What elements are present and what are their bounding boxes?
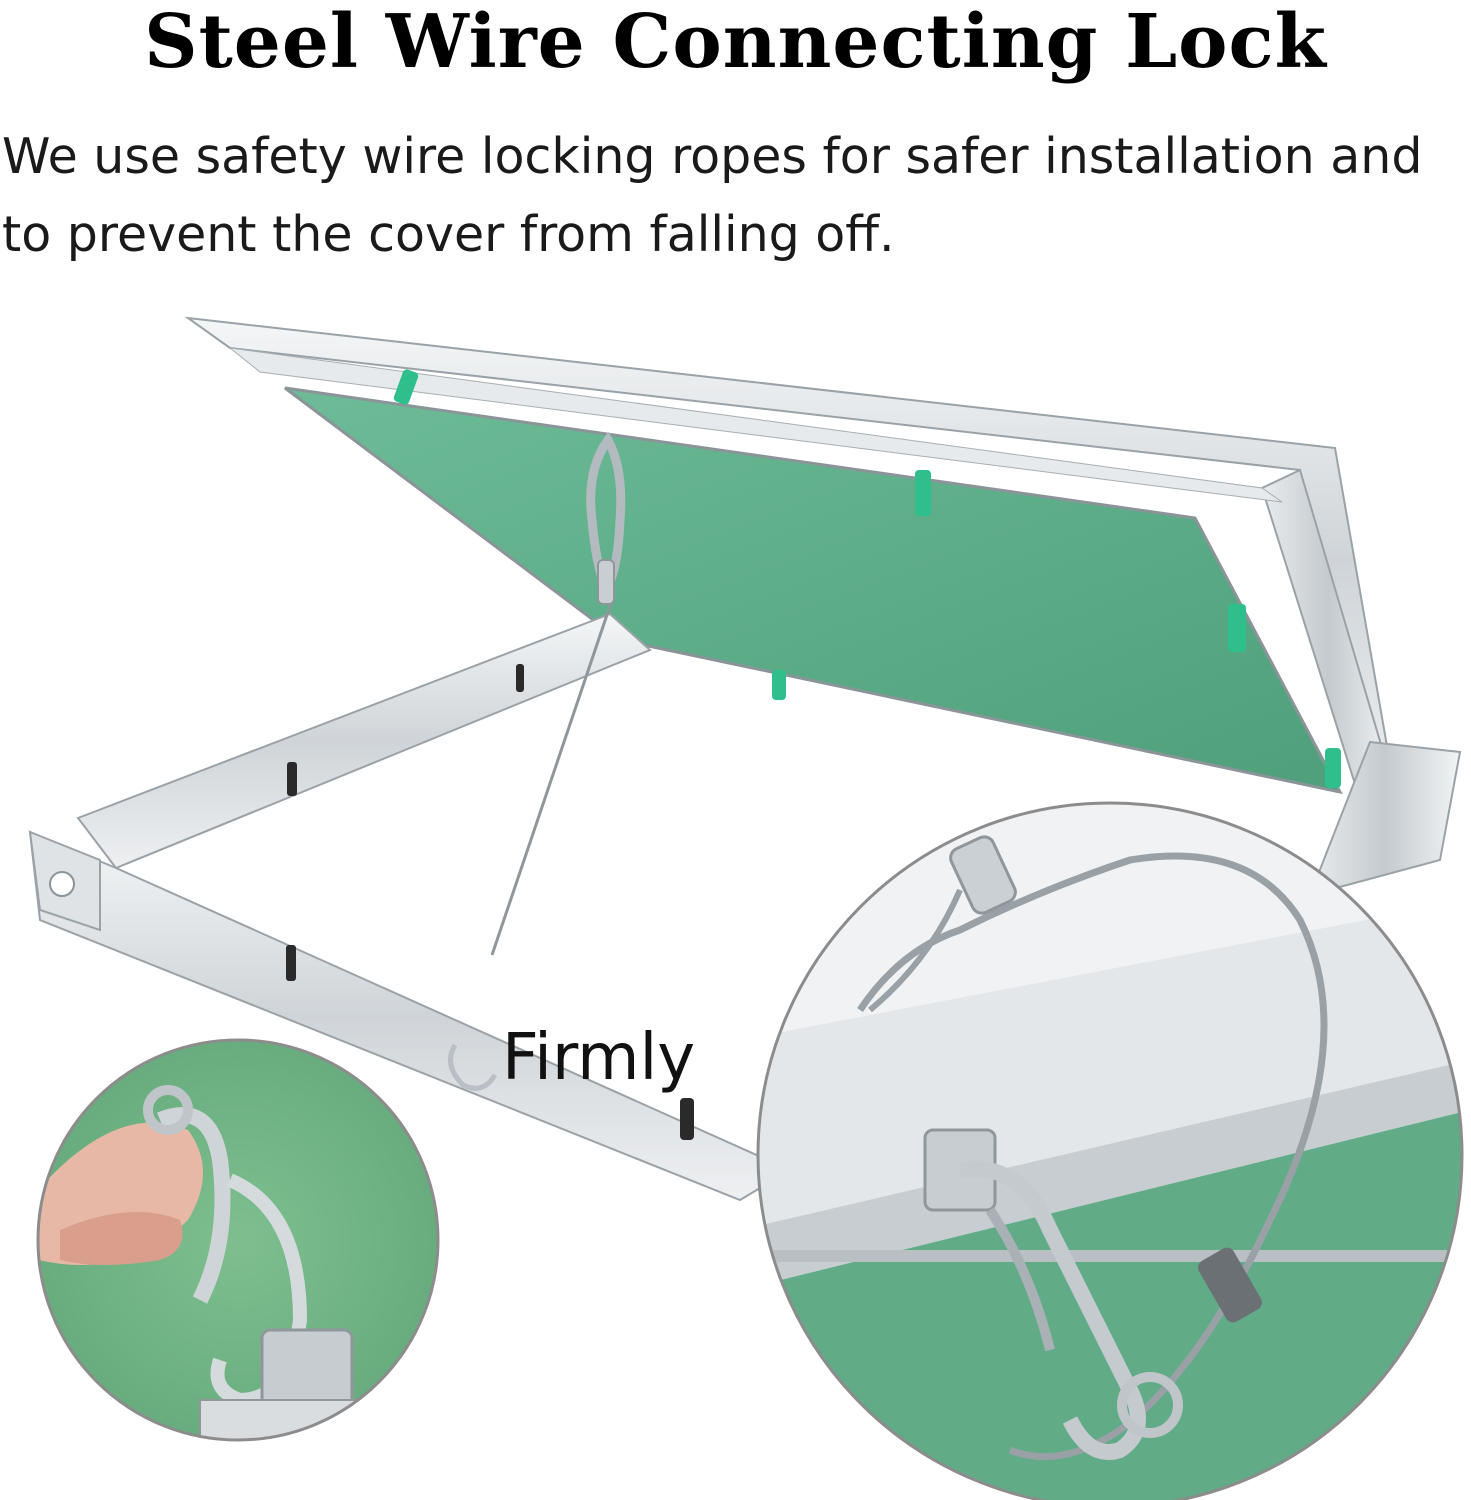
safety-wire-rope	[490, 431, 626, 956]
description-text: We use safety wire locking ropes for saf…	[2, 128, 1423, 263]
clip-icon	[1325, 748, 1341, 788]
inset-carabiner-closeup	[36, 1038, 440, 1442]
inset-caption: Firmly	[502, 1021, 696, 1095]
access-panel-lid	[184, 316, 1397, 802]
access-panel-frame	[28, 612, 1462, 1202]
inset-wire-closeup	[756, 801, 1464, 1500]
page-title: Steel Wire Connecting Lock	[144, 0, 1327, 85]
clip-icon	[772, 670, 786, 700]
clip-icon	[393, 369, 419, 405]
clip-icon	[915, 470, 931, 516]
clip-icon	[1228, 604, 1246, 652]
